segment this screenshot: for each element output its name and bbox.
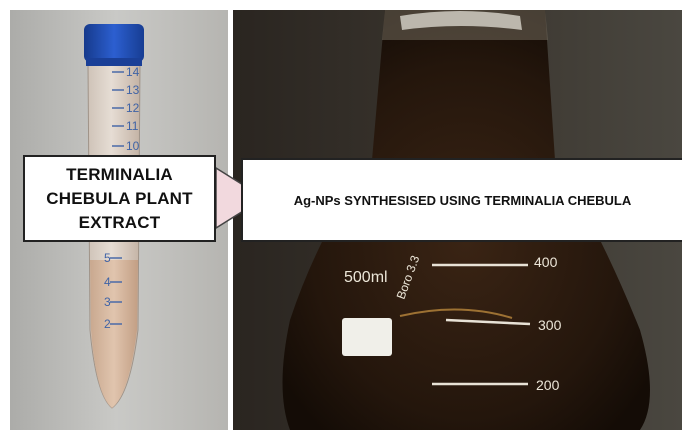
tube-cap xyxy=(84,24,144,62)
flask-label-patch xyxy=(342,318,392,356)
falcon-tube: 14 13 12 11 10 5 4 3 2 xyxy=(84,24,144,409)
tube-graduation: 2 xyxy=(104,317,111,331)
tube-graduation: 10 xyxy=(126,139,140,153)
tube-graduation: 5 xyxy=(104,251,111,265)
plant-extract-label: TERMINALIA CHEBULA PLANT EXTRACT xyxy=(23,155,216,242)
tube-graduation: 14 xyxy=(126,65,140,79)
flask-graduation: 300 xyxy=(538,317,562,333)
tube-graduation: 12 xyxy=(126,101,140,115)
flask-capacity: 500ml xyxy=(344,269,388,286)
nanoparticles-label: Ag-NPs SYNTHESISED USING TERMINALIA CHEB… xyxy=(241,158,682,242)
tube-graduation: 3 xyxy=(104,295,111,309)
tube-graduation: 13 xyxy=(126,83,140,97)
flask-graduation: 200 xyxy=(536,377,560,393)
tube-graduation: 11 xyxy=(126,119,139,133)
flask-graduation: 400 xyxy=(534,254,558,270)
tube-graduation: 4 xyxy=(104,275,111,289)
pointing-arrow xyxy=(215,166,266,230)
